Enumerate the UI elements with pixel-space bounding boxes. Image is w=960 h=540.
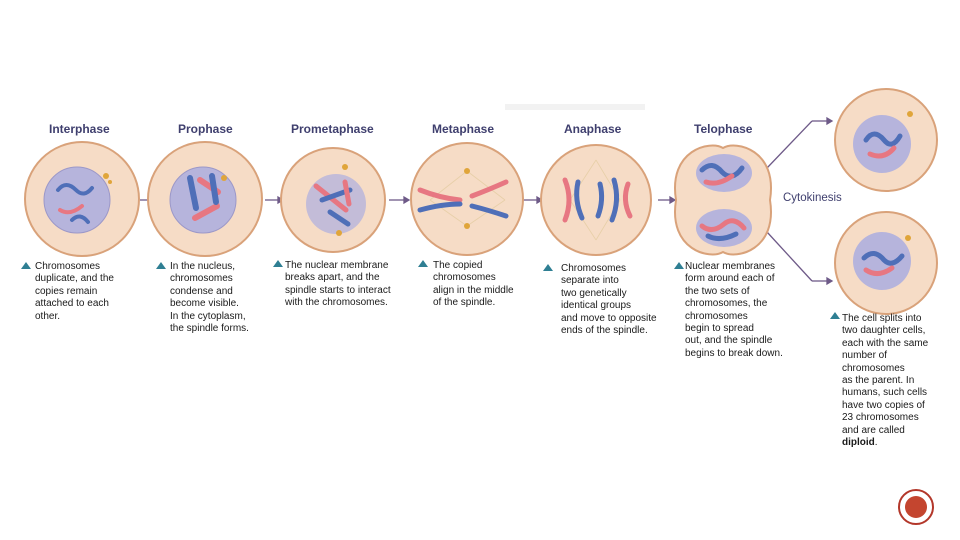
bullet-triangle-icon (21, 262, 31, 269)
daughter-cell-top (834, 88, 938, 192)
flow-arrows (140, 116, 834, 286)
bullet-triangle-icon (156, 262, 166, 269)
metaphase-cell (410, 142, 524, 256)
bullet-triangle-icon (543, 264, 553, 271)
stage-title-interphase: Interphase (49, 122, 110, 136)
decorative-badge-icon (898, 489, 934, 525)
stage-title-prophase: Prophase (178, 122, 233, 136)
stage-title-cytokinesis: Cytokinesis (783, 192, 842, 204)
stage-title-metaphase: Metaphase (432, 122, 495, 136)
stage-title-telophase: Telophase (694, 122, 753, 136)
daughter-cell-bottom (834, 211, 938, 315)
bullet-triangle-icon (674, 262, 684, 269)
bullet-triangle-icon (830, 312, 840, 319)
prometaphase-cell (280, 147, 386, 253)
stage-title-anaphase: Anaphase (564, 122, 622, 136)
bullet-triangle-icon (273, 260, 283, 267)
telophase-cell (674, 144, 772, 256)
stage-title-prometaphase: Prometaphase (291, 122, 374, 136)
anaphase-cell (540, 144, 652, 256)
diploid-term: diploid (842, 437, 875, 449)
prophase-cell (147, 141, 263, 257)
interphase-cell (24, 141, 140, 257)
bullet-triangle-icon (418, 260, 428, 267)
